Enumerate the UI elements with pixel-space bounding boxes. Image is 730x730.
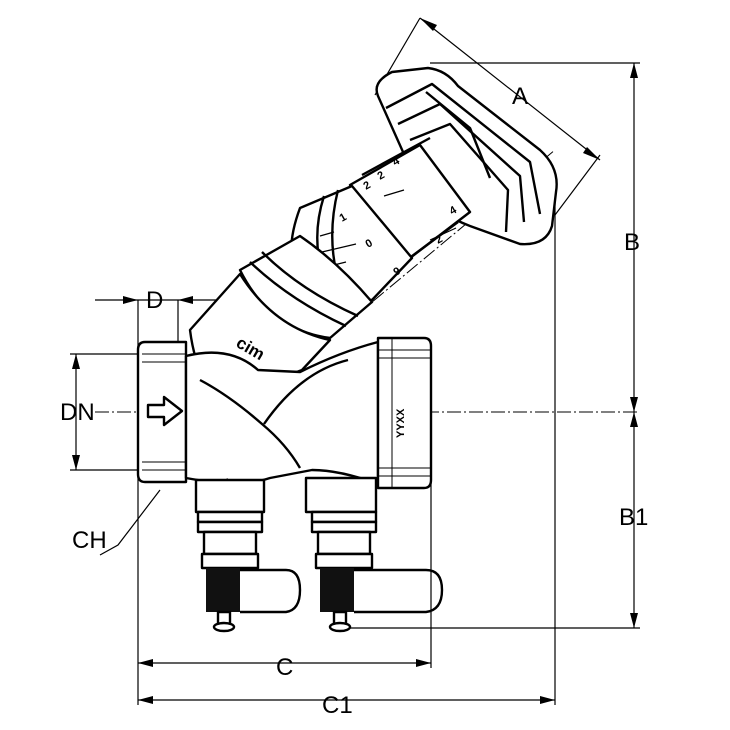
dim-label-DN: DN [60, 399, 95, 426]
flow-direction-arrow-icon [146, 395, 184, 427]
dim-label-B: B [624, 229, 640, 256]
scale-middle-2: 9 [392, 265, 403, 278]
scale-upper-1: 2 [376, 169, 387, 182]
dim-label-B1: B1 [619, 504, 648, 531]
dimension-lines [70, 17, 640, 705]
test-ports [194, 476, 444, 633]
dim-label-C1: C1 [322, 692, 353, 719]
side-code: YYXX [395, 408, 407, 438]
dim-label-CH: CH [72, 527, 107, 554]
dim-label-A: A [512, 83, 528, 110]
left-knurled-cap-icon [206, 568, 240, 612]
dim-label-D: D [146, 287, 163, 314]
scale-upper-2: 2 [362, 179, 373, 192]
scale-middle-0: 1 [338, 211, 349, 224]
right-knurled-cap-icon [320, 568, 354, 612]
dim-label-C: C [276, 654, 293, 681]
dimension-labels: A B B1 C C1 D DN CH [60, 83, 648, 719]
scale-lower-1: 2 [434, 233, 445, 246]
handwheel [375, 66, 558, 246]
valve-body: cim YYXX + [136, 333, 433, 490]
scale-middle-1: 0 [364, 237, 375, 250]
